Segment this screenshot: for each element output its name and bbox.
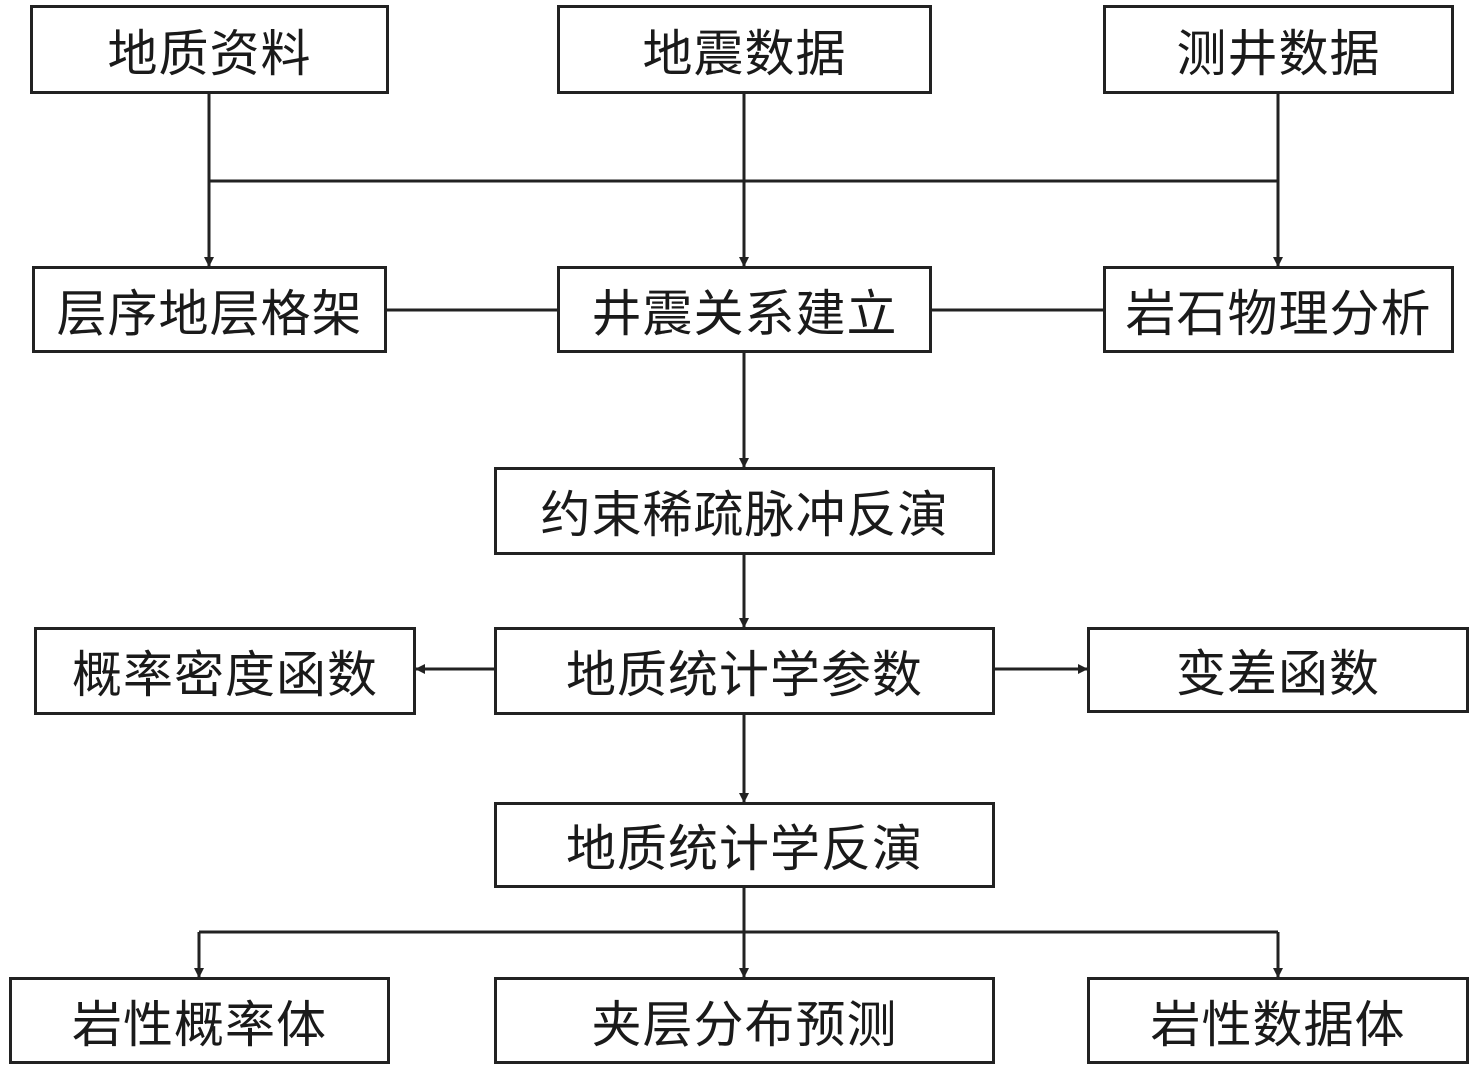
node-geostatistical-inversion: 地质统计学反演 bbox=[494, 802, 995, 888]
node-rock-physics: 岩石物理分析 bbox=[1103, 266, 1454, 353]
node-lithology-volume: 岩性数据体 bbox=[1087, 977, 1469, 1064]
node-variogram: 变差函数 bbox=[1087, 627, 1469, 713]
node-sequence-framework: 层序地层格架 bbox=[32, 266, 387, 353]
node-lithology-probability: 岩性概率体 bbox=[9, 977, 390, 1064]
node-geology-data: 地质资料 bbox=[30, 5, 389, 94]
node-interlayer-prediction: 夹层分布预测 bbox=[494, 977, 995, 1064]
node-probability-density-function: 概率密度函数 bbox=[34, 627, 416, 715]
node-well-seismic-tie: 井震关系建立 bbox=[557, 266, 932, 353]
node-sparse-spike-inversion: 约束稀疏脉冲反演 bbox=[494, 467, 995, 555]
node-well-log-data: 测井数据 bbox=[1103, 5, 1454, 94]
node-geostatistical-parameters: 地质统计学参数 bbox=[494, 627, 995, 715]
node-seismic-data: 地震数据 bbox=[557, 5, 932, 94]
